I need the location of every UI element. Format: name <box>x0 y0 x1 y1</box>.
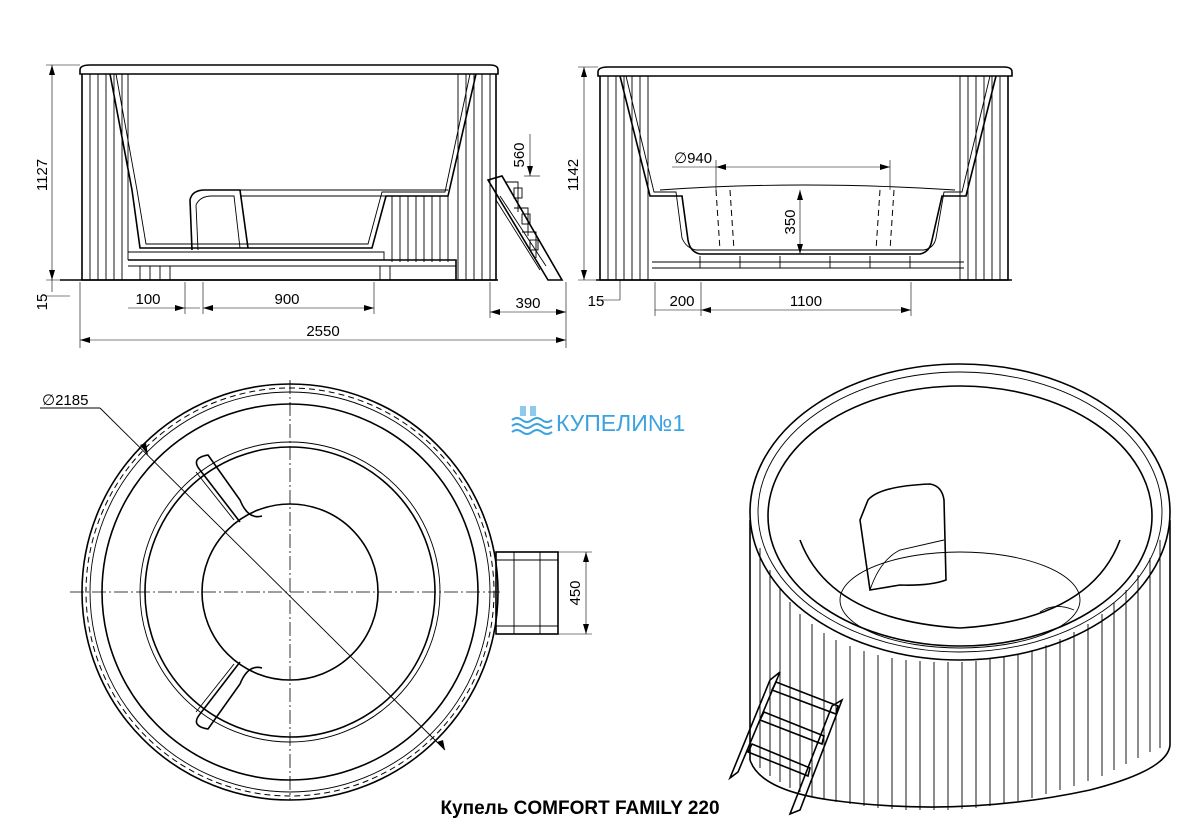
dim-side-height: 1142 <box>565 159 582 191</box>
dim-side-base: 15 <box>588 293 605 310</box>
dim-side-inner: 1100 <box>790 293 822 310</box>
plan-view: ∅2185 450 <box>40 380 592 801</box>
dim-ladder-height: 560 <box>511 142 528 167</box>
ladder-iso <box>728 671 844 816</box>
isometric-view <box>728 363 1171 816</box>
drawing-title: Купель COMFORT FAMILY 220 <box>440 798 719 819</box>
dim-ladder-depth: 390 <box>515 295 540 312</box>
side-elevation-view: 1142 15 200 1100 ∅940 350 <box>565 66 1013 316</box>
front-elevation-view: 1127 15 100 900 560 390 2550 <box>34 64 567 348</box>
dim-plan-ladder-width: 450 <box>567 580 584 605</box>
dim-front-base: 15 <box>34 294 51 311</box>
dim-overall-width: 2550 <box>306 323 339 340</box>
dim-side-diameter: ∅940 <box>674 150 712 167</box>
dim-side-depth: 350 <box>782 209 799 234</box>
ladder-side <box>486 175 564 281</box>
dim-plan-diameter: ∅2185 <box>42 392 88 409</box>
dim-front-inner: 900 <box>274 291 299 308</box>
dim-front-step: 100 <box>135 291 160 308</box>
dim-side-step: 200 <box>669 293 694 310</box>
waves-tub-icon <box>511 406 553 435</box>
ladder-top <box>495 551 592 635</box>
brand-logo: КУПЕЛИ№1 <box>511 406 685 436</box>
dim-front-height: 1127 <box>34 159 51 191</box>
brand-text: КУПЕЛИ№1 <box>556 410 685 436</box>
